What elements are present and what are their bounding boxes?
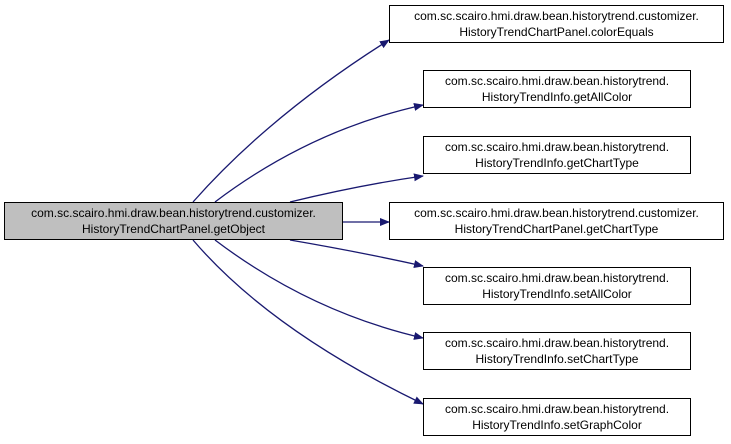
target-node-setChartType[interactable]: com.sc.scairo.hmi.draw.bean.historytrend… [423, 332, 691, 370]
edge-getChartType [289, 173, 424, 203]
source-node-getObject[interactable]: com.sc.scairo.hmi.draw.bean.historytrend… [4, 202, 343, 240]
source-node-line1: com.sc.scairo.hmi.draw.bean.historytrend… [31, 206, 316, 220]
edge-setChartType [214, 239, 424, 340]
edge-colorEquals [192, 39, 390, 203]
edge-setGraphColor [192, 239, 424, 405]
target-node-setAllColor[interactable]: com.sc.scairo.hmi.draw.bean.historytrend… [423, 267, 691, 305]
target-node-line1: com.sc.scairo.hmi.draw.bean.historytrend… [444, 336, 670, 350]
target-node-getAllColor[interactable]: com.sc.scairo.hmi.draw.bean.historytrend… [423, 70, 691, 108]
target-node-line1: com.sc.scairo.hmi.draw.bean.historytrend… [444, 140, 670, 154]
edge-getAllColor [214, 103, 424, 203]
source-node-line2: HistoryTrendChartPanel.getObject [82, 222, 265, 236]
target-node-line2: HistoryTrendInfo.setGraphColor [472, 418, 642, 432]
target-node-getChartType[interactable]: com.sc.scairo.hmi.draw.bean.historytrend… [423, 136, 691, 174]
target-node-line2: HistoryTrendChartPanel.colorEquals [459, 25, 654, 39]
target-node-line1: com.sc.scairo.hmi.draw.bean.historytrend… [444, 271, 670, 285]
target-node-line2: HistoryTrendChartPanel.getChartType [454, 222, 659, 236]
target-node-line1: com.sc.scairo.hmi.draw.bean.historytrend… [444, 74, 670, 88]
target-node-line1: com.sc.scairo.hmi.draw.bean.historytrend… [444, 402, 670, 416]
target-node-panel-getChartType[interactable]: com.sc.scairo.hmi.draw.bean.historytrend… [389, 202, 724, 240]
target-node-line1: com.sc.scairo.hmi.draw.bean.historytrend… [414, 206, 699, 220]
edge-setAllColor [289, 239, 424, 268]
target-node-setGraphColor[interactable]: com.sc.scairo.hmi.draw.bean.historytrend… [423, 398, 691, 436]
target-node-line1: com.sc.scairo.hmi.draw.bean.historytrend… [414, 9, 699, 23]
target-node-line2: HistoryTrendInfo.getChartType [475, 156, 639, 170]
target-node-line2: HistoryTrendInfo.setChartType [475, 352, 639, 366]
target-node-line2: HistoryTrendInfo.getAllColor [481, 90, 633, 104]
target-node-colorEquals[interactable]: com.sc.scairo.hmi.draw.bean.historytrend… [389, 5, 724, 43]
target-node-line2: HistoryTrendInfo.setAllColor [482, 287, 632, 301]
